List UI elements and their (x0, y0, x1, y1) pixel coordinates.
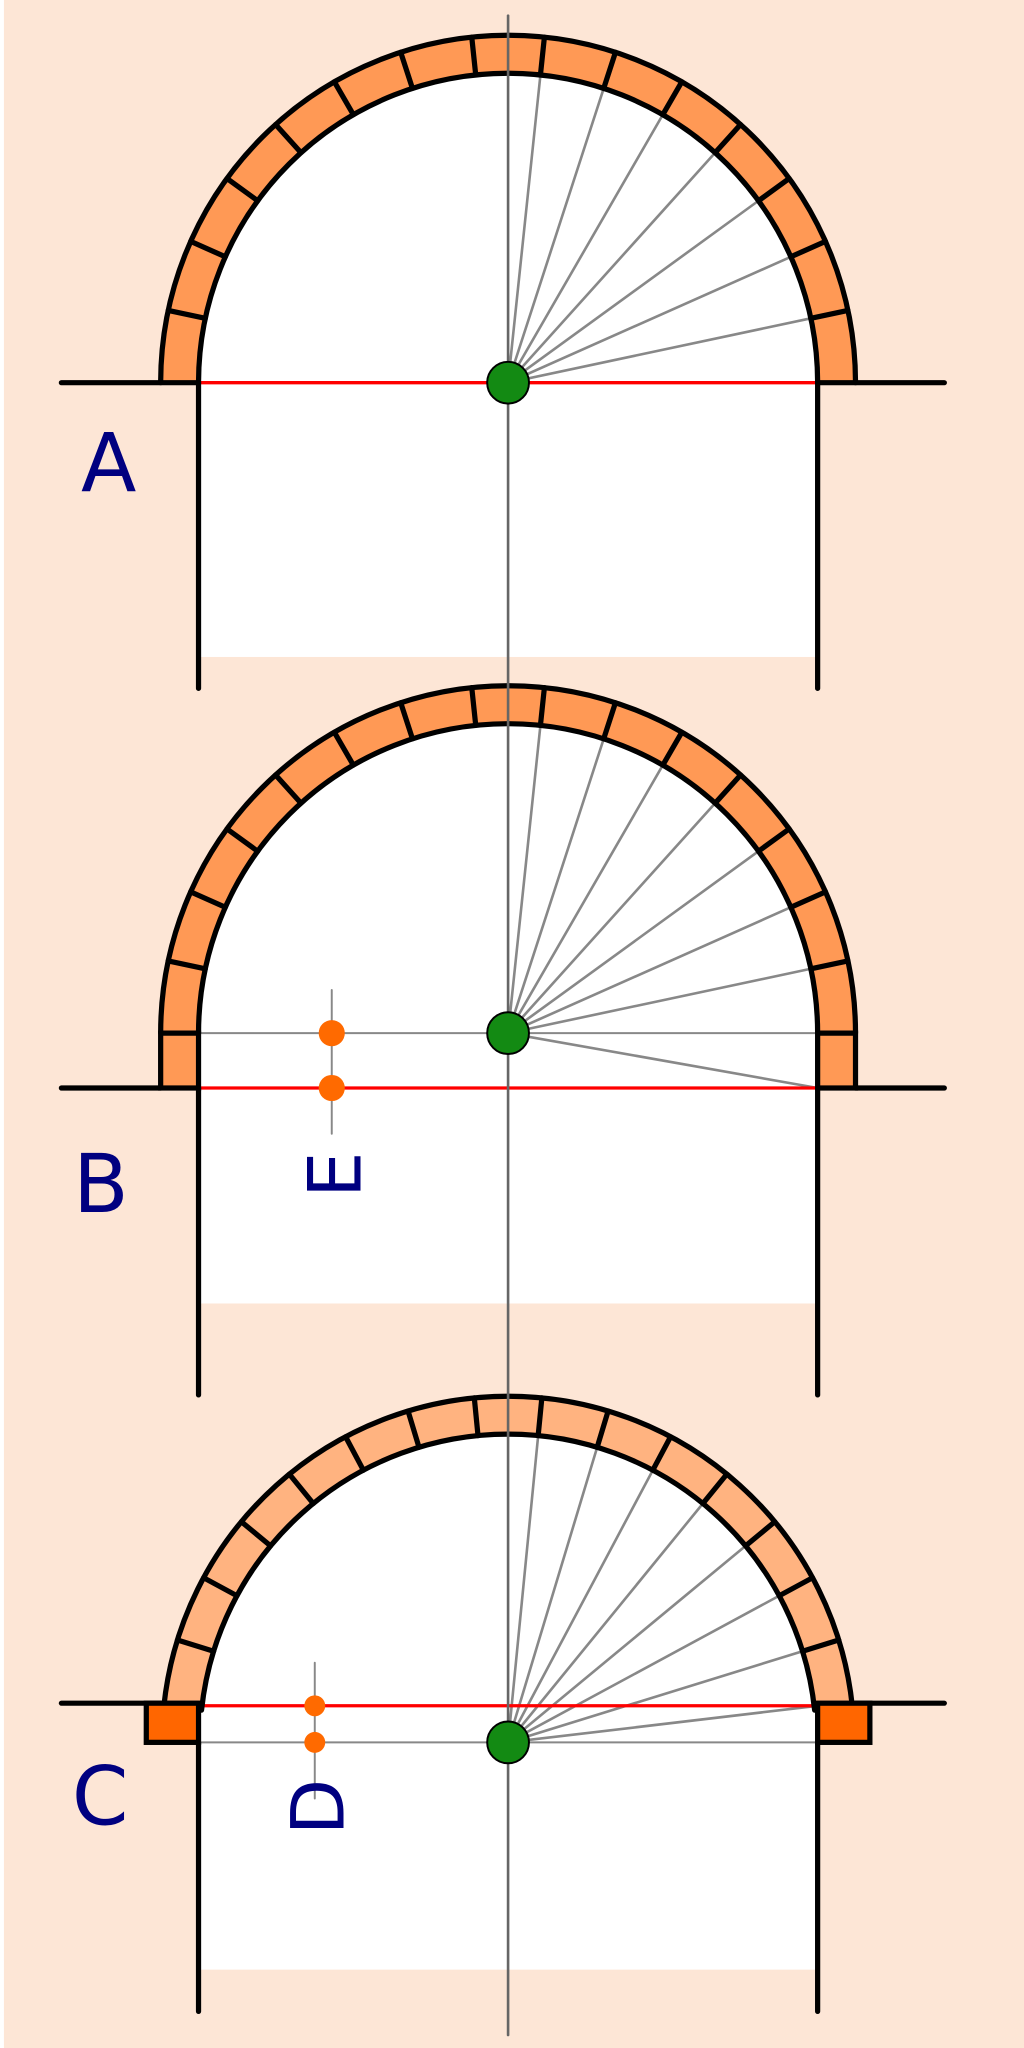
voussoir-joint (755, 826, 792, 854)
voussoir-joint (799, 1637, 842, 1654)
center-dot-b (486, 1011, 530, 1056)
voussoir-joint (712, 121, 744, 156)
marker-label-d: D (277, 1779, 362, 1835)
voussoir-joint (224, 826, 261, 854)
voussoir-joint (405, 1408, 422, 1450)
voussoir-joint (537, 685, 548, 728)
voussoir-joint (808, 307, 851, 321)
voussoir-joint (398, 700, 416, 742)
voussoir-joint (471, 1395, 481, 1439)
impost-left (143, 1700, 202, 1745)
marker-label-e: E (293, 1152, 378, 1198)
radial-ray (506, 151, 717, 384)
voussoir-joint (272, 772, 304, 806)
impost-right (815, 1700, 873, 1745)
voussoir-joint (238, 1519, 274, 1549)
voussoir-joint (537, 34, 548, 78)
radial-ray (506, 967, 813, 1035)
voussoir-joint (776, 1575, 816, 1599)
radial-ray (506, 1434, 540, 1744)
panel-label-c: C (72, 1751, 129, 1845)
voussoir-joint (165, 307, 208, 321)
voussoir-joint (594, 1408, 611, 1450)
voussoir-joint (788, 889, 829, 910)
radial-ray (506, 1649, 804, 1744)
radial-ray (506, 1468, 655, 1744)
radial-ray (506, 1594, 781, 1744)
voussoir-joint (201, 1575, 240, 1599)
radial-ray (506, 763, 665, 1035)
radial-ray (506, 1445, 599, 1744)
radial-ray (506, 73, 542, 384)
voussoir-joint (331, 79, 356, 118)
voussoir-joint (660, 729, 685, 768)
voussoir-joint (700, 1471, 730, 1507)
stilt-block-left (158, 1030, 202, 1091)
panel-label-b: B (73, 1138, 129, 1232)
radial-ray (506, 113, 665, 384)
voussoir-joint (660, 79, 685, 118)
voussoir-joint (331, 729, 356, 768)
voussoir-joint (535, 1395, 545, 1439)
radial-ray (506, 905, 793, 1035)
radial-ray (506, 199, 760, 384)
voussoir-joint (742, 1519, 778, 1549)
radial-ray (506, 737, 606, 1035)
radial-ray (506, 849, 760, 1035)
voussoir-joint (469, 685, 479, 728)
radial-ray (506, 1704, 819, 1744)
marker-dot-e-lower (318, 1074, 345, 1102)
voussoir-joint (188, 889, 228, 910)
voussoir-joint (188, 238, 228, 260)
voussoir-joint (224, 175, 261, 204)
radial-ray (506, 86, 606, 384)
voussoir-joint (272, 121, 304, 156)
stilt-block-right (815, 1030, 859, 1091)
voussoir-joint (788, 238, 829, 260)
voussoir-joint (286, 1471, 316, 1507)
center-dot-c (486, 1720, 530, 1765)
voussoir-joint (601, 49, 619, 91)
voussoir-joint (755, 175, 792, 204)
voussoir-joint (808, 958, 851, 972)
radial-ray (506, 723, 542, 1035)
marker-dot-e-upper (318, 1020, 345, 1047)
radial-ray (506, 801, 717, 1035)
radial-ray (506, 1502, 705, 1744)
voussoir-joint (712, 772, 744, 806)
voussoir-joint (398, 49, 416, 91)
center-dot-a (486, 360, 530, 405)
voussoir-joint (174, 1637, 217, 1654)
panel-label-a: A (81, 417, 136, 511)
radial-ray (506, 1031, 819, 1090)
radial-ray (506, 255, 793, 384)
marker-dot-d-lower (304, 1731, 326, 1753)
voussoir-joint (165, 958, 208, 972)
voussoir-joint (342, 1434, 366, 1473)
arch-ring (158, 32, 859, 386)
radial-ray (506, 1544, 747, 1744)
voussoir-joint (469, 34, 479, 78)
marker-dot-d-upper (304, 1695, 326, 1717)
voussoir-joint (601, 700, 619, 742)
left-border (0, 0, 4, 2048)
voussoir-joint (650, 1434, 674, 1473)
radial-ray (506, 317, 813, 384)
